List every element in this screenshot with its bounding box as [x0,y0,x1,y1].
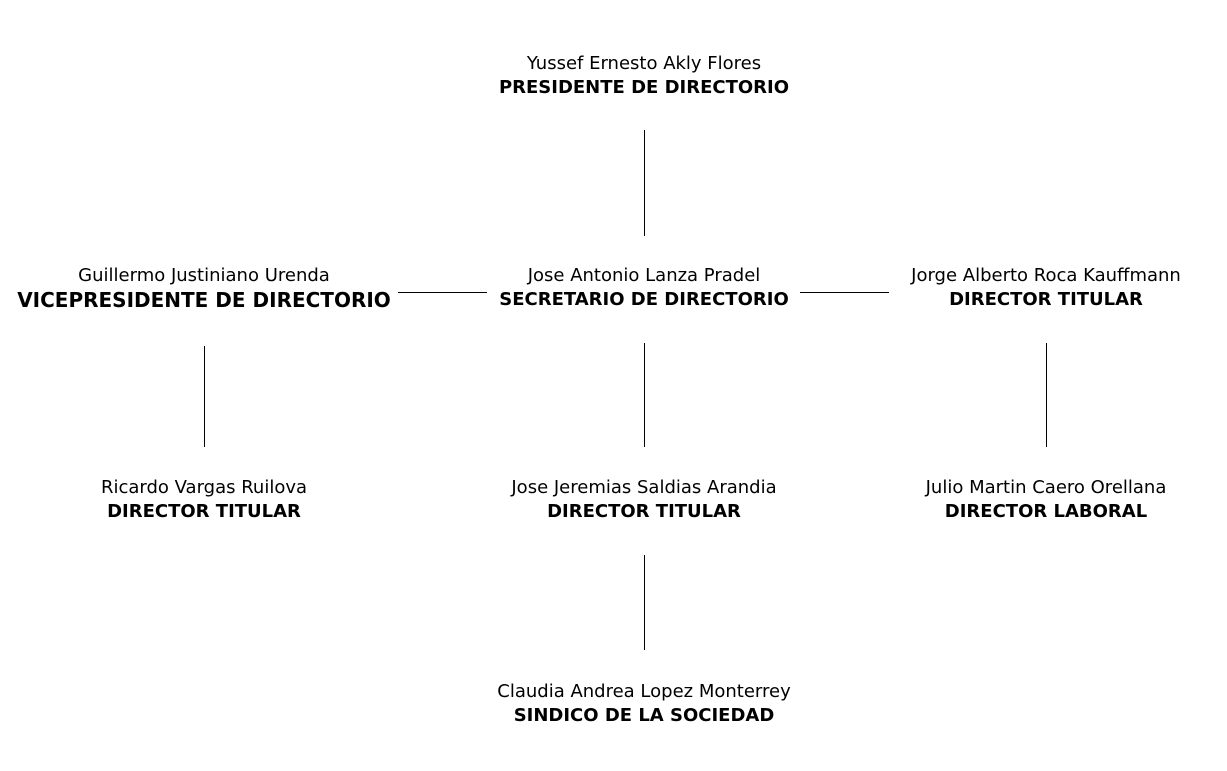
node-title: DIRECTOR TITULAR [949,289,1143,310]
node-vicepresident: Guillermo Justiniano Urenda VICEPRESIDEN… [0,264,424,312]
connector-president-secretary [644,130,645,236]
connector-secretary-roca [800,292,889,293]
node-director-laboral: Julio Martin Caero Orellana DIRECTOR LAB… [826,476,1227,524]
node-name: Claudia Andrea Lopez Monterrey [497,681,791,702]
node-name: Guillermo Justiniano Urenda [78,265,330,286]
connector-vice-secretary [398,292,487,293]
connector-saldias-sindico [644,555,645,650]
node-title: DIRECTOR LABORAL [944,501,1148,522]
node-name: Yussef Ernesto Akly Flores [526,53,762,74]
node-title: DIRECTOR TITULAR [107,501,301,522]
node-director-saldias: Jose Jeremias Saldias Arandia DIRECTOR T… [424,476,864,524]
node-title: SINDICO DE LA SOCIEDAD [513,705,775,726]
node-sindico: Claudia Andrea Lopez Monterrey SINDICO D… [424,680,864,728]
node-name: Jose Jeremias Saldias Arandia [511,477,777,498]
connector-vice-vargas [204,346,205,447]
connector-secretary-saldias [644,343,645,447]
node-name: Jorge Alberto Roca Kauffmann [911,265,1181,286]
node-president: Yussef Ernesto Akly Flores PRESIDENTE DE… [424,52,864,100]
node-secretary: Jose Antonio Lanza Pradel SECRETARIO DE … [424,264,864,312]
node-director-vargas: Ricardo Vargas Ruilova DIRECTOR TITULAR [0,476,424,524]
node-name: Ricardo Vargas Ruilova [100,477,308,498]
node-director-roca: Jorge Alberto Roca Kauffmann DIRECTOR TI… [826,264,1227,312]
node-title: VICEPRESIDENTE DE DIRECTORIO [17,288,391,312]
node-title: DIRECTOR TITULAR [547,501,741,522]
node-title: SECRETARIO DE DIRECTORIO [499,289,789,310]
connector-roca-laboral [1046,343,1047,447]
node-name: Jose Antonio Lanza Pradel [527,265,761,286]
node-title: PRESIDENTE DE DIRECTORIO [498,77,790,98]
node-name: Julio Martin Caero Orellana [925,477,1167,498]
